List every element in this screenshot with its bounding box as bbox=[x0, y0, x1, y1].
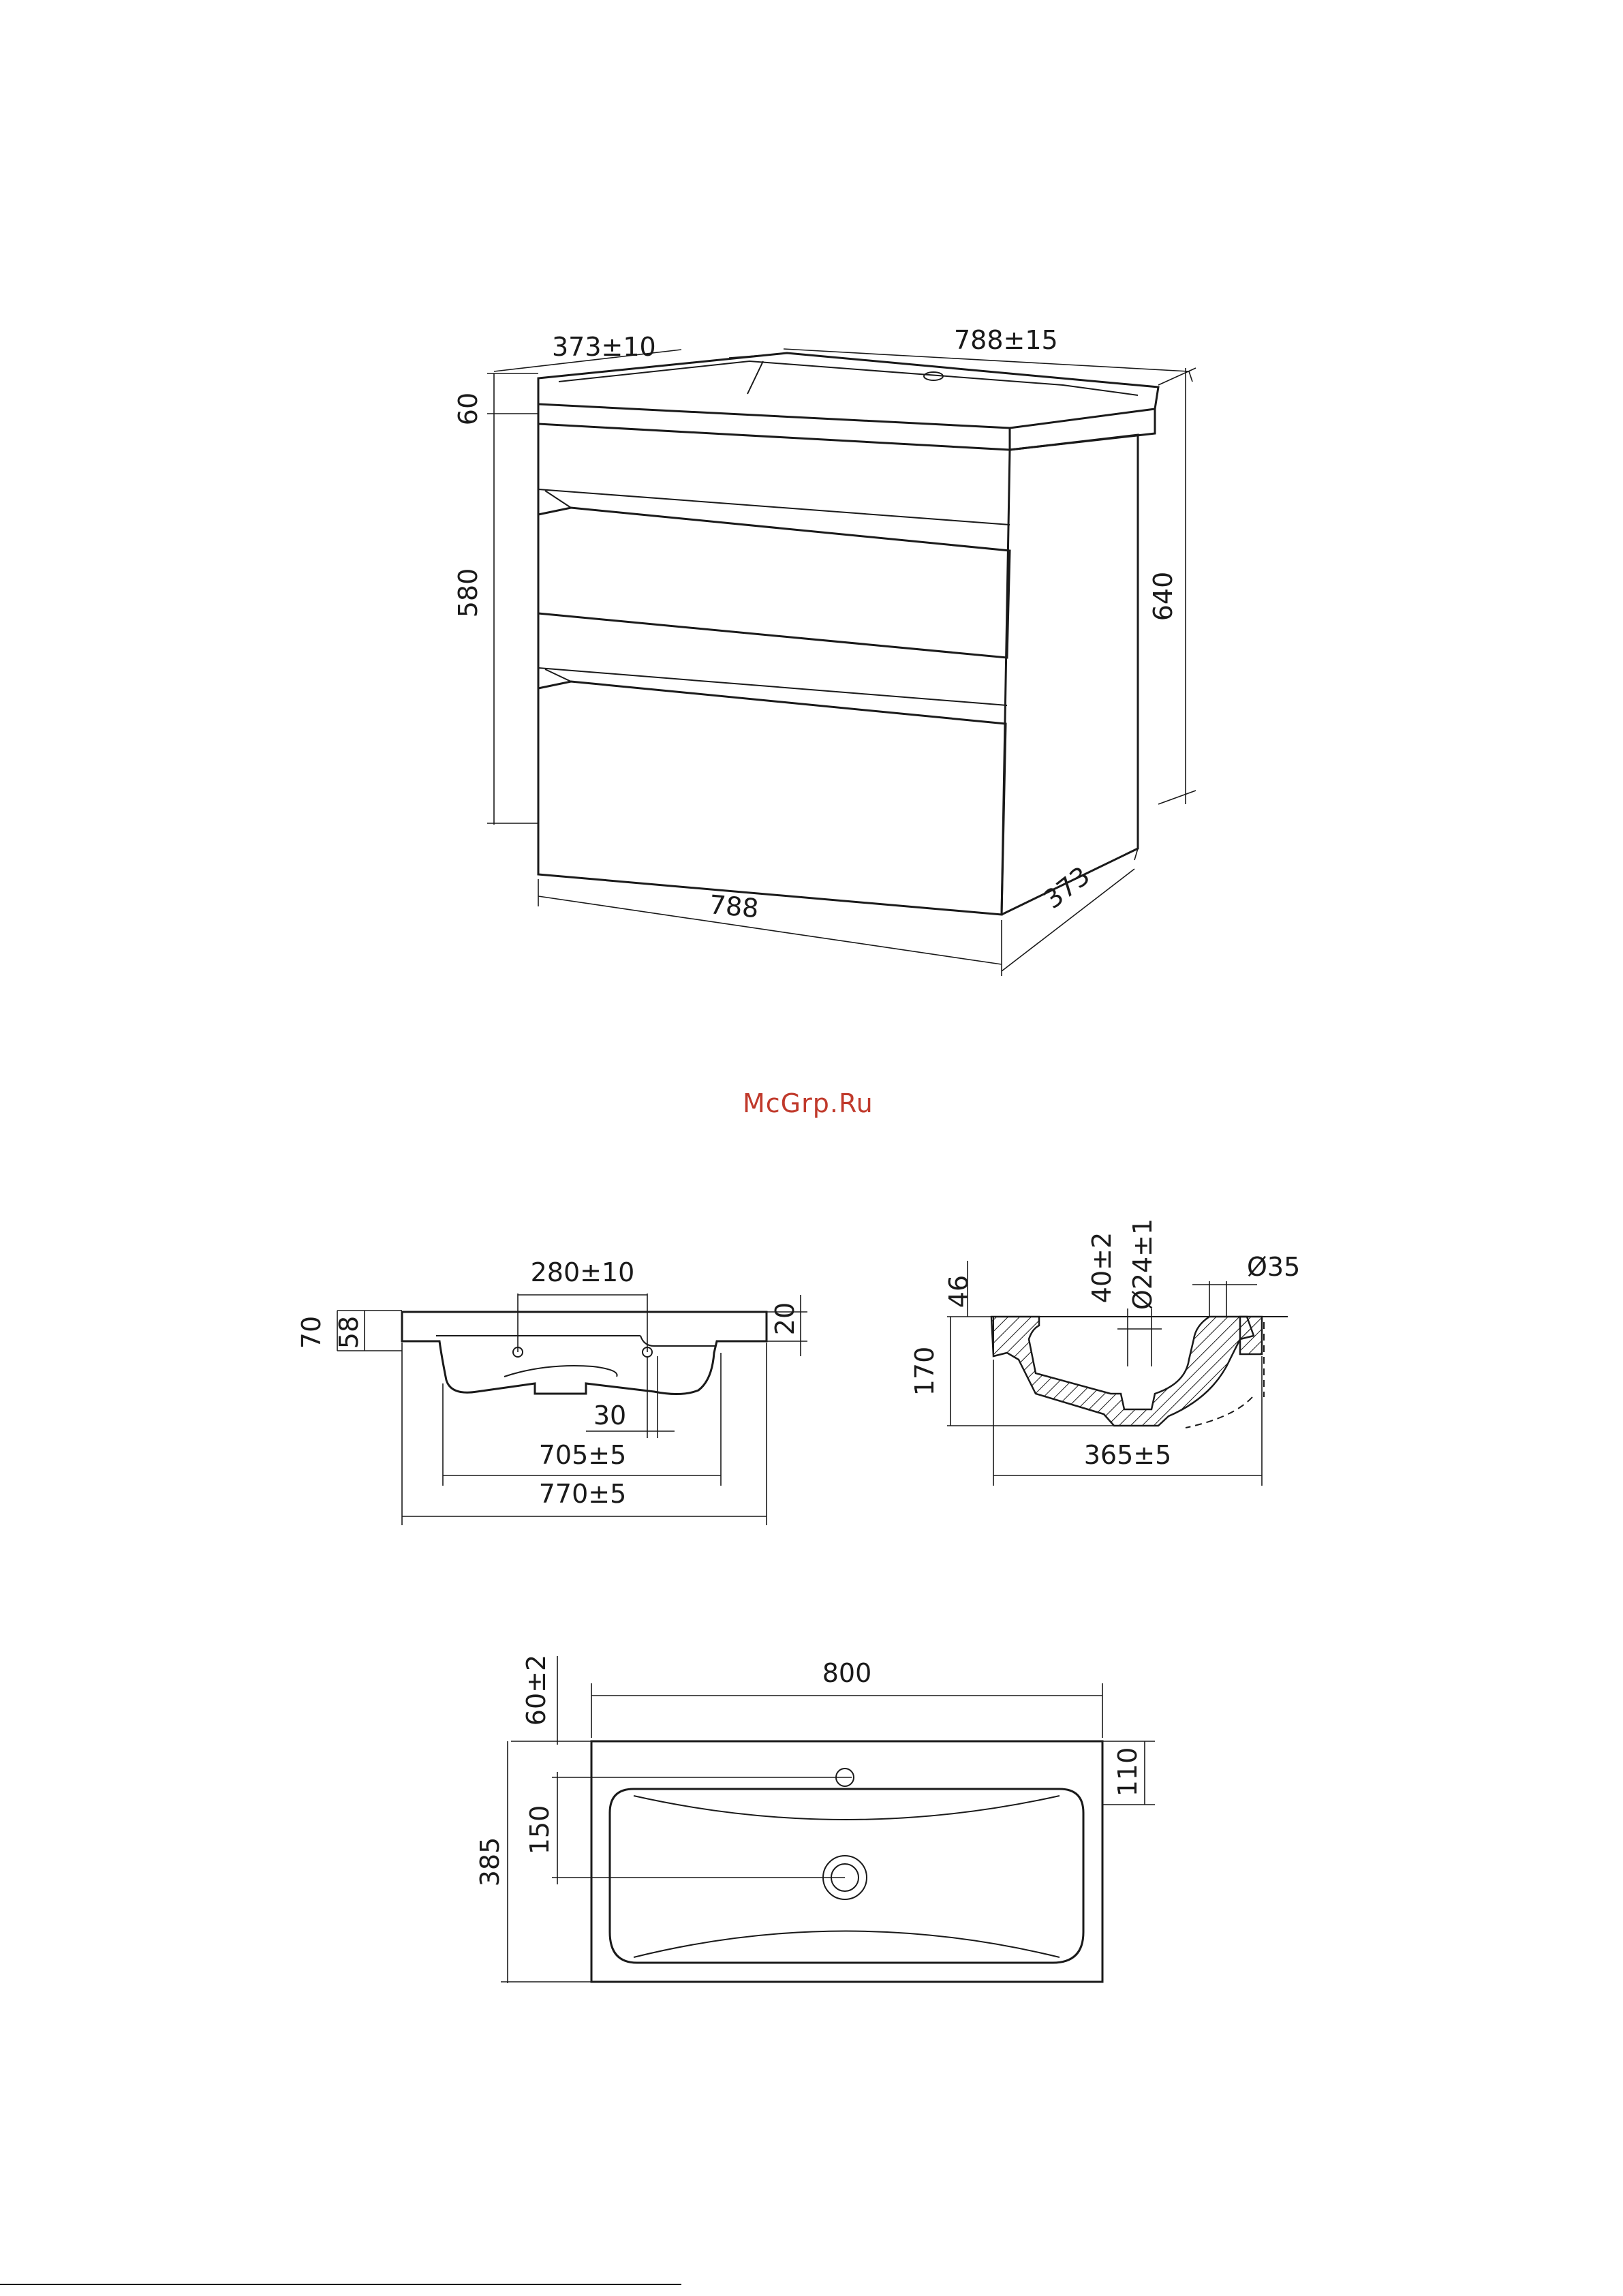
basin-front-outline bbox=[402, 1312, 767, 1394]
cabinet-body-front bbox=[538, 424, 1010, 915]
dim-front-inner-width: 705±5 bbox=[539, 1440, 627, 1470]
dim-rim-thickness: 20 bbox=[770, 1302, 800, 1335]
dim-plan-tap-to-back: 110 bbox=[1113, 1747, 1143, 1797]
dim-cabinet-depth-bottom: 373 bbox=[1038, 861, 1095, 915]
dim-hole-offset: 30 bbox=[593, 1400, 626, 1430]
watermark-text: McGrp.Ru bbox=[743, 1088, 874, 1118]
basin-section-view: 46 170 40±2 Ø24±1 Ø35 365±5 bbox=[910, 1219, 1300, 1486]
dim-plan-width: 800 bbox=[822, 1658, 872, 1688]
dim-tap-diameter: Ø35 bbox=[1247, 1252, 1300, 1282]
basin-section-back-wall bbox=[1240, 1317, 1262, 1354]
dim-front-height-rim: 58 bbox=[334, 1316, 364, 1349]
dim-basin-thickness: 60 bbox=[453, 393, 483, 425]
dim-front-outer-width: 770±5 bbox=[539, 1479, 627, 1509]
dim-section-height: 170 bbox=[910, 1347, 940, 1396]
dim-section-depth-40: 40±2 bbox=[1087, 1232, 1117, 1303]
dim-cabinet-width-bottom: 788 bbox=[708, 889, 760, 923]
dim-plan-tap-offset: 60±2 bbox=[521, 1655, 551, 1726]
dim-cabinet-width-top: 788±15 bbox=[954, 325, 1058, 355]
drawer-upper bbox=[538, 508, 1010, 658]
cabinet-view: 373±10 788±15 60 580 640 788 373 bbox=[453, 325, 1196, 976]
basin-plan-bowl bbox=[610, 1789, 1083, 1963]
dim-section-length: 365±5 bbox=[1084, 1440, 1172, 1470]
cabinet-body-side bbox=[1002, 435, 1138, 915]
dim-body-height: 580 bbox=[453, 568, 483, 618]
dim-total-height: 640 bbox=[1148, 572, 1178, 622]
dim-front-height-total: 70 bbox=[296, 1316, 326, 1349]
dim-section-depth-46: 46 bbox=[944, 1275, 974, 1308]
dim-cabinet-depth-top: 373±10 bbox=[552, 332, 656, 362]
dim-drain-diameter: Ø24±1 bbox=[1128, 1219, 1158, 1310]
dim-hole-spacing: 280±10 bbox=[531, 1257, 635, 1287]
basin-plan-view: 800 60±2 110 150 385 bbox=[475, 1655, 1155, 1983]
dim-plan-drain-offset: 150 bbox=[525, 1805, 555, 1855]
basin-section-hatch bbox=[991, 1317, 1254, 1426]
basin-front-view: 280±10 70 58 20 30 705±5 770±5 bbox=[296, 1257, 807, 1525]
dim-plan-depth: 385 bbox=[475, 1837, 505, 1887]
